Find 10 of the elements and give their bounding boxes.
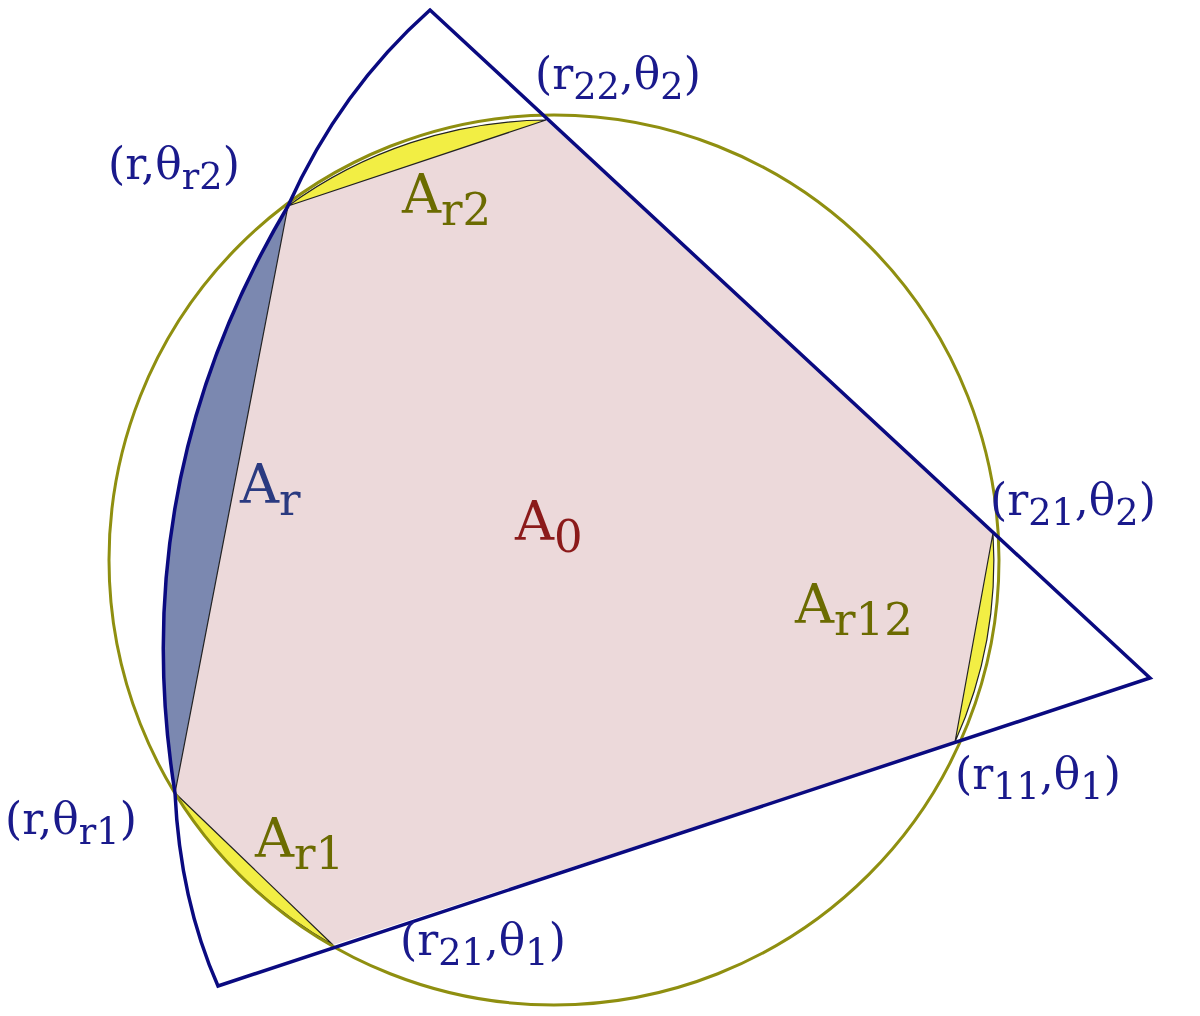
area-label: A$_{r1}$ — [255, 812, 345, 876]
point-label: (r,θ$_{r1}$) — [5, 797, 137, 851]
area-label: A$_{r2}$ — [402, 168, 492, 232]
point-label: (r$_{22}$,θ$_{2}$) — [535, 52, 701, 106]
point-label: (r$_{21}$,θ$_{1}$) — [400, 918, 566, 972]
area-label: A$_{0}$ — [515, 495, 583, 559]
area-label: A$_{r}$ — [240, 458, 301, 522]
point-label: (r,θ$_{r2}$) — [108, 142, 240, 196]
area-label: A$_{r12}$ — [795, 578, 913, 642]
point-label: (r$_{11}$,θ$_{1}$) — [955, 752, 1121, 806]
